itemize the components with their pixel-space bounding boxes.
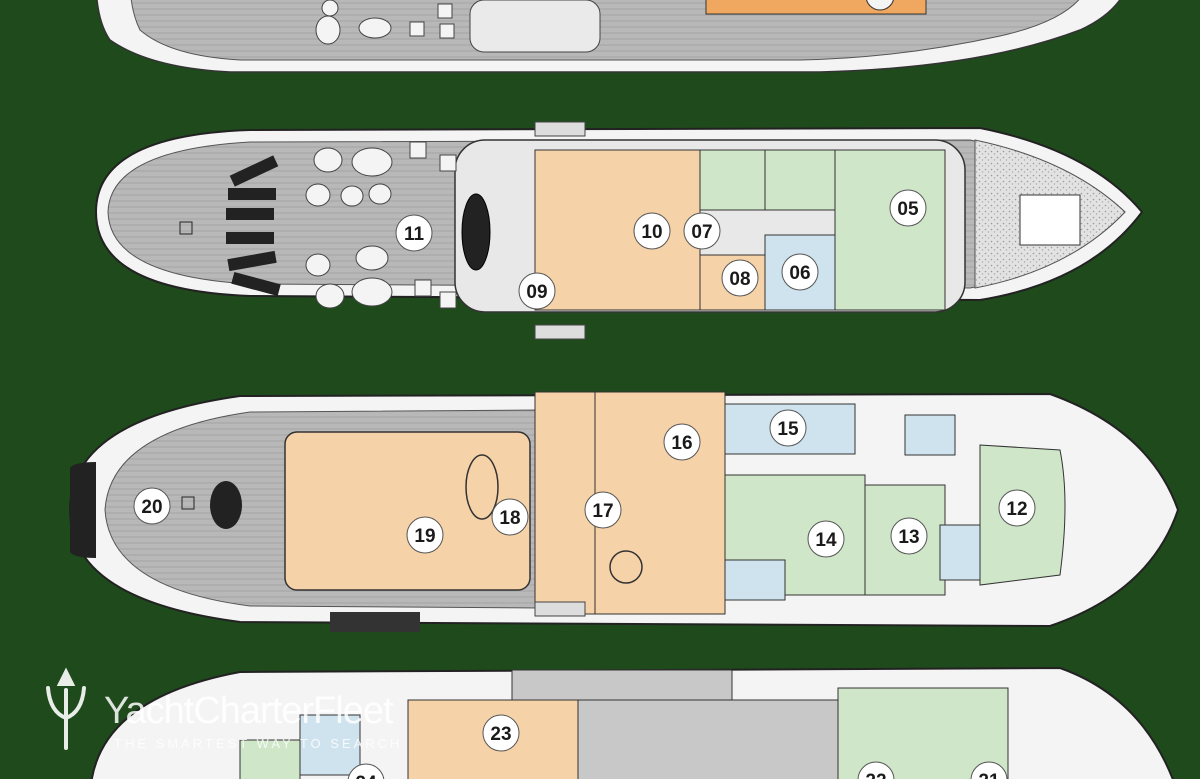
main-deck — [68, 391, 1180, 632]
room-label-18: 18 — [499, 508, 520, 529]
upper-lounge-seats — [305, 141, 457, 309]
room-label-13: 13 — [898, 527, 919, 548]
main-dining-table — [465, 454, 499, 520]
room-label-10: 10 — [641, 222, 662, 243]
room-label-11: 11 — [404, 224, 425, 245]
upper-deck-gangway-top — [534, 121, 586, 137]
room-marker-22: 22 — [857, 761, 895, 779]
room-marker-10: 10 — [633, 212, 671, 250]
upper-dining-table — [461, 193, 491, 271]
sun-deck-tender — [469, 0, 601, 53]
main-deck-gangway — [534, 601, 586, 617]
room-marker-20: 20 — [133, 487, 171, 525]
main-aft-table — [210, 481, 242, 529]
room-label-06: 06 — [789, 263, 810, 284]
lower-cabin-24 — [239, 739, 301, 779]
room-marker-09: 09 — [518, 272, 556, 310]
room-label-09: 09 — [526, 282, 547, 303]
main-deck-boarding-ladder — [330, 612, 420, 632]
sun-deck-teak — [130, 0, 1080, 61]
room-marker-07: 07 — [683, 212, 721, 250]
room-marker-24: 24 — [347, 763, 385, 779]
main-deck-swim-platform — [70, 462, 96, 558]
room-label-23: 23 — [490, 724, 511, 745]
room-label-12: 12 — [1006, 499, 1027, 520]
room-marker-18: 18 — [491, 498, 529, 536]
upper-anchor-winch — [1019, 194, 1081, 246]
main-bath-fwd — [904, 414, 956, 456]
upper-cabin-b — [764, 149, 836, 211]
room-marker-06: 06 — [781, 253, 819, 291]
room-marker-11: 11 — [395, 214, 433, 252]
room-label-21: 21 — [978, 771, 1000, 779]
upper-saloon — [534, 149, 701, 311]
upper-cabin-a — [699, 149, 766, 211]
trident-logo-icon — [46, 667, 86, 750]
room-marker-17: 17 — [584, 491, 622, 529]
room-label-14: 14 — [815, 530, 837, 551]
upper-owner-cabin — [834, 149, 946, 311]
room-label-16: 16 — [671, 433, 692, 454]
room-markers: 05 06 07 08 09 10 11 12 — [133, 189, 1036, 779]
lower-guest-cabins — [837, 687, 1009, 779]
room-label-24: 24 — [355, 773, 377, 779]
room-marker-12: 12 — [998, 489, 1036, 527]
room-label-05: 05 — [897, 199, 919, 220]
room-label-15: 15 — [777, 419, 799, 440]
room-marker-21: 21 — [970, 761, 1008, 779]
room-label-17: 17 — [592, 501, 613, 522]
room-label-07: 07 — [691, 222, 712, 243]
sun-deck-loungers — [315, 0, 455, 45]
lower-engine-room — [577, 699, 839, 779]
room-label-22: 22 — [865, 771, 886, 779]
lower-bath — [299, 714, 361, 776]
room-marker-05: 05 — [889, 189, 927, 227]
lower-engine-top — [511, 669, 733, 701]
main-round-table — [609, 550, 643, 584]
room-marker-23: 23 — [482, 714, 520, 752]
main-bath-14 — [724, 559, 786, 601]
main-hatch — [181, 496, 195, 510]
upper-sunbeds — [226, 155, 281, 297]
room-marker-16: 16 — [663, 423, 701, 461]
room-marker-15: 15 — [769, 409, 807, 447]
upper-deck-gangway-bottom — [534, 324, 586, 340]
lower-deck — [90, 666, 1174, 779]
room-label-08: 08 — [729, 269, 750, 290]
room-marker-19: 19 — [406, 516, 444, 554]
sun-deck — [96, 0, 1121, 73]
main-bath-12 — [939, 524, 981, 581]
room-label-20: 20 — [141, 497, 162, 518]
room-marker-08: 08 — [721, 259, 759, 297]
room-marker-13: 13 — [890, 517, 928, 555]
sun-deck-marker — [866, 0, 894, 11]
main-stair-hall — [534, 391, 596, 615]
upper-deck — [94, 121, 1144, 340]
room-label-19: 19 — [414, 526, 435, 547]
room-marker-14: 14 — [807, 520, 845, 558]
upper-hatch — [179, 221, 193, 235]
